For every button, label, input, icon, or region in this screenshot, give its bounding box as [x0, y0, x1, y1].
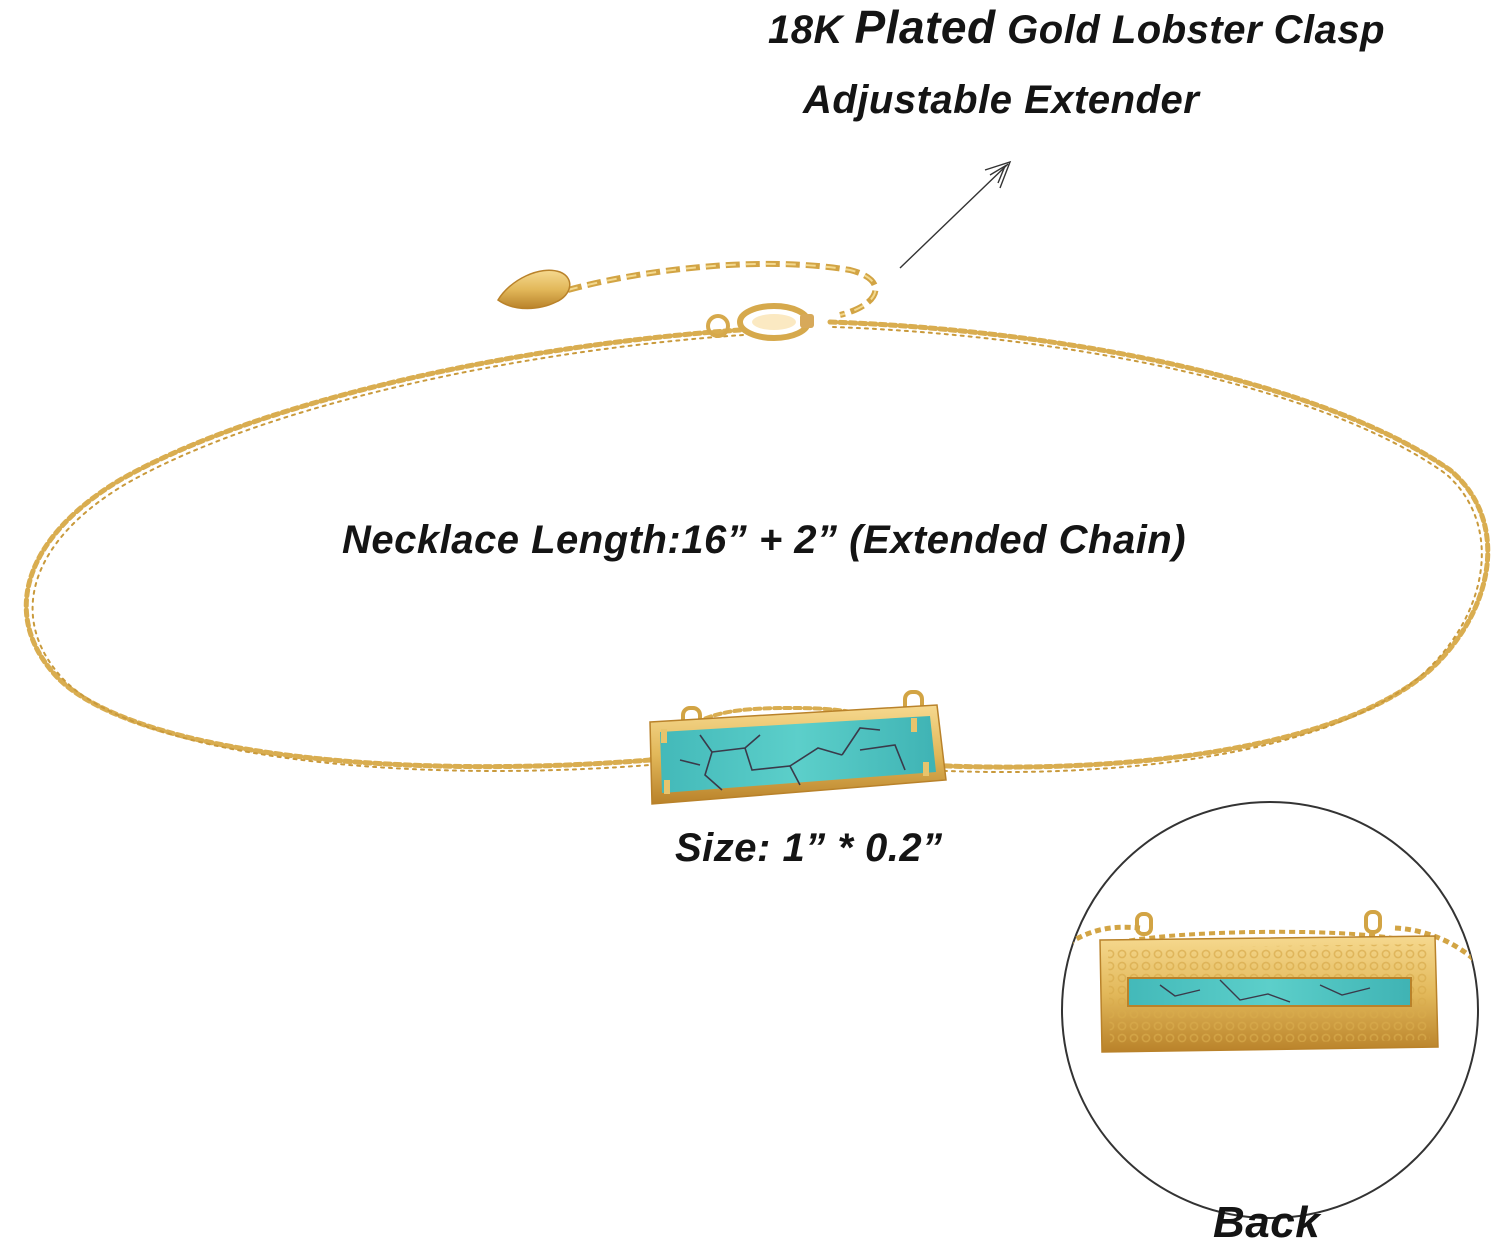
back-view-label: Back	[1213, 1198, 1321, 1247]
heart-charm	[496, 269, 571, 310]
extender-chain	[567, 260, 879, 318]
back-view-inset	[1061, 801, 1479, 1219]
clasp-title-part2: Plated	[854, 1, 996, 53]
clasp-title-part1: 18K	[768, 8, 855, 52]
bar-pendant	[649, 690, 947, 805]
arrow-pointer-icon	[899, 160, 1012, 269]
turquoise-veins	[679, 727, 906, 791]
clasp-title-part3: Gold Lobster Clasp	[995, 8, 1386, 52]
necklace-length-label: Necklace Length:16” + 2” (Extended Chain…	[342, 518, 1187, 562]
clasp-title-line1: 18K Plated Gold Lobster Clasp	[768, 0, 1385, 54]
lobster-clasp	[706, 303, 814, 341]
clasp-title-line2: Adjustable Extender	[803, 78, 1200, 122]
pendant-size-label: Size: 1” * 0.2”	[675, 826, 943, 870]
